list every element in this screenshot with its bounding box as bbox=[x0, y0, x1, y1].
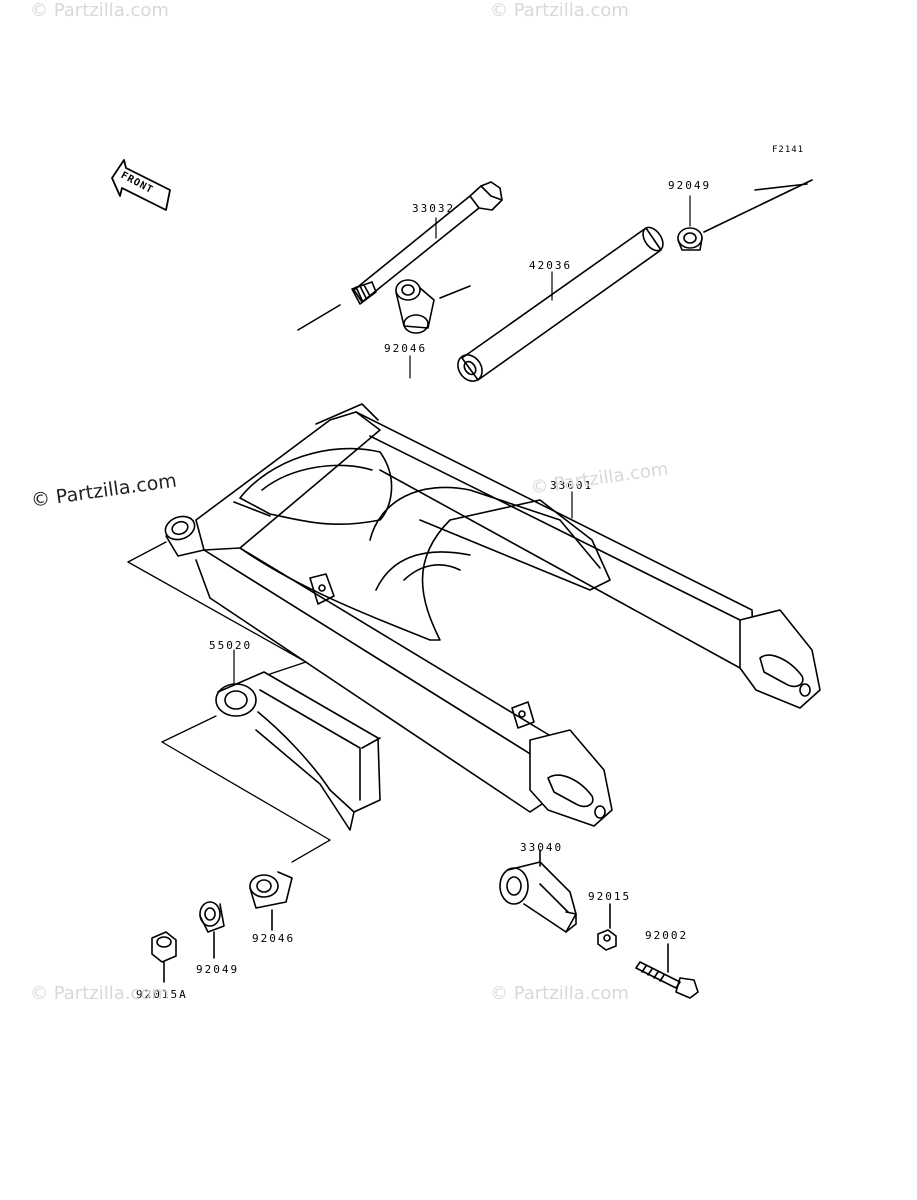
figure-code: F2141 bbox=[772, 145, 805, 155]
watermark-faint-2: © Partzilla.com bbox=[490, 0, 629, 21]
label-adjuster-bolt: 92002 bbox=[645, 929, 689, 942]
front-arrow-icon bbox=[111, 159, 171, 211]
adjuster-bolt-part bbox=[635, 943, 699, 999]
watermark-faint-4: © Partzilla.com bbox=[30, 983, 169, 1004]
label-sleeve: 42036 bbox=[529, 259, 573, 272]
label-cap-bottom: 92049 bbox=[196, 963, 240, 976]
label-nut-bottom: 92015A bbox=[136, 988, 188, 1001]
label-cap-top: 92049 bbox=[668, 179, 712, 192]
chain-guide-part bbox=[215, 671, 381, 831]
label-chain-adjuster: 33040 bbox=[520, 841, 564, 854]
label-bearing-bottom: 92046 bbox=[252, 932, 296, 945]
label-chain-guide: 55020 bbox=[209, 639, 253, 652]
swing-arm-part bbox=[164, 403, 821, 827]
cap-part-bottom bbox=[199, 901, 225, 959]
adjuster-nut-part bbox=[597, 903, 617, 951]
nut-part-bottom bbox=[151, 931, 177, 983]
watermark-faint-1: © Partzilla.com bbox=[30, 0, 169, 21]
assembly-guide-lines bbox=[127, 541, 331, 863]
bearing-part-top bbox=[395, 279, 471, 334]
label-pivot-shaft: 33032 bbox=[412, 202, 456, 215]
cap-part-top bbox=[677, 179, 813, 251]
sleeve-part bbox=[457, 226, 664, 382]
label-bearing-top: 92046 bbox=[384, 342, 428, 355]
pivot-shaft-part bbox=[297, 181, 503, 331]
label-adjuster-nut: 92015 bbox=[588, 890, 632, 903]
chain-adjuster-part bbox=[499, 849, 577, 933]
label-swing-arm: 33001 bbox=[550, 479, 594, 492]
bearing-part-bottom bbox=[249, 871, 293, 931]
label-leader-lines bbox=[233, 195, 691, 685]
watermark-faint-5: © Partzilla.com bbox=[490, 983, 629, 1004]
